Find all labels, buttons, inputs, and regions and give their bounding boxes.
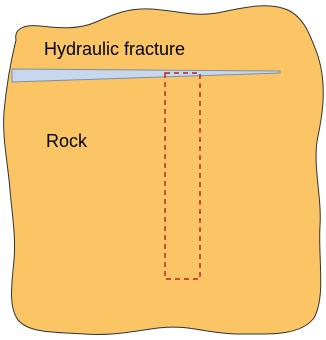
hydraulic-fracture-label: Hydraulic fracture (44, 39, 185, 59)
rock-label: Rock (46, 131, 88, 151)
